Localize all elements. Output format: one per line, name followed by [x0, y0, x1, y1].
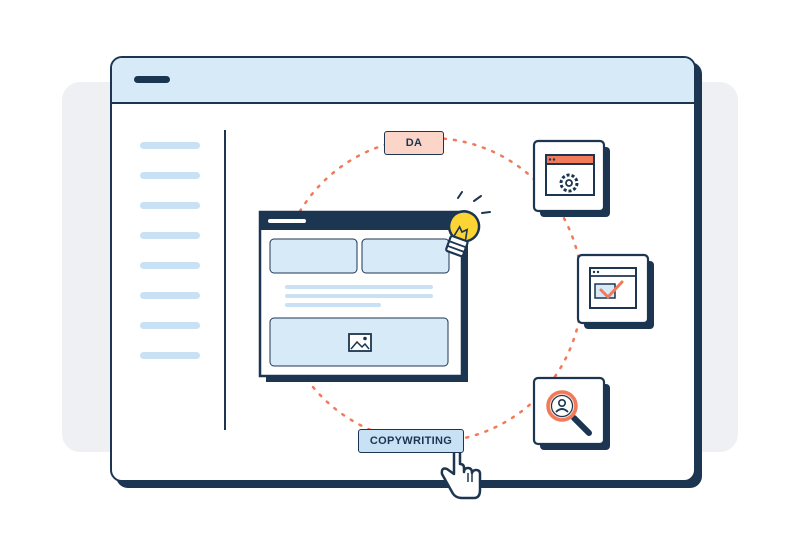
checked-window-card	[576, 253, 654, 329]
sidebar-line	[140, 292, 200, 299]
lightbulb-rays	[457, 191, 491, 214]
magnifier-user-icon	[546, 390, 592, 436]
sidebar-line	[140, 232, 200, 239]
sidebar-line	[140, 322, 200, 329]
sidebar-line	[140, 352, 200, 359]
titlebar-pill	[134, 76, 170, 83]
image-icon	[348, 333, 372, 352]
webpage-mockup	[258, 210, 468, 382]
settings-window-card	[532, 139, 610, 217]
sidebar-divider	[224, 130, 226, 430]
browser-check-icon	[589, 267, 637, 309]
tag-da: DA	[384, 131, 444, 155]
tag-copywriting[interactable]: COPYWRITING	[358, 429, 464, 453]
sidebar-line	[140, 202, 200, 209]
browser-gear-icon	[545, 154, 595, 196]
user-search-card	[532, 376, 610, 450]
lightbulb-icon	[445, 210, 481, 258]
sidebar-line	[140, 142, 200, 149]
sidebar-line	[140, 172, 200, 179]
sidebar-line	[140, 262, 200, 269]
window-titlebar	[112, 58, 694, 104]
hand-pointer-icon	[440, 445, 482, 500]
